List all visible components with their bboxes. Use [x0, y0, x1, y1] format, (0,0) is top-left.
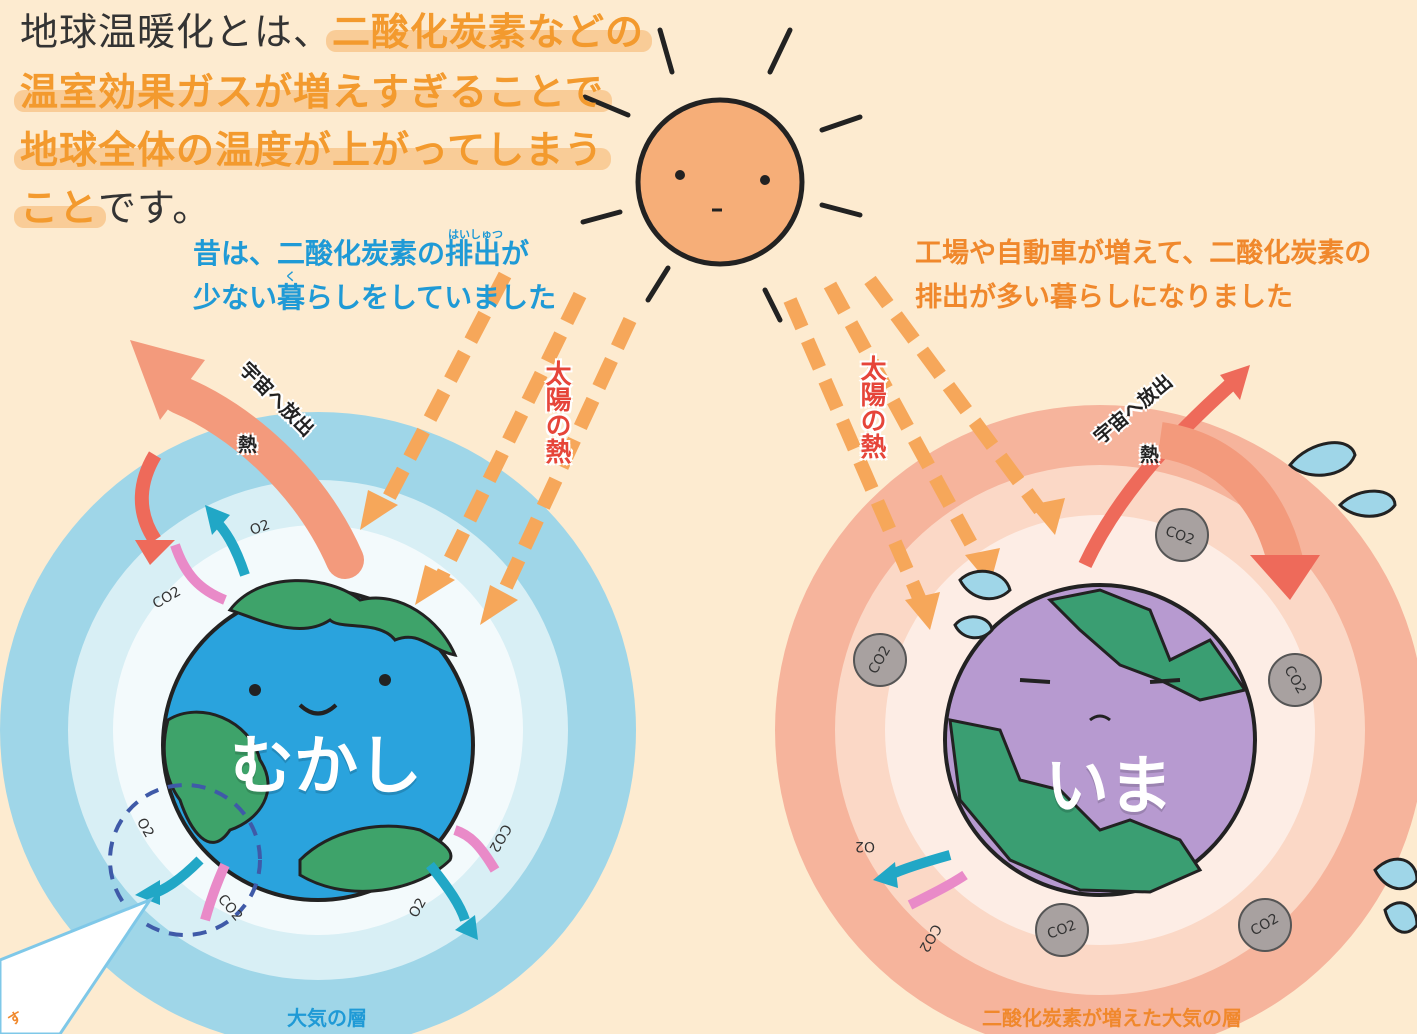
past-heat-arrowheads	[360, 490, 518, 625]
now-release-arrow	[1078, 365, 1320, 600]
sweat-drops	[953, 441, 1417, 934]
now-heat-arrows	[783, 275, 1046, 603]
past-release-arrow	[130, 340, 364, 579]
intro-line-2: 温室効果ガスが増えすぎることで	[20, 68, 604, 116]
intro-plain-4: です。	[98, 186, 212, 230]
now-co2-clouds	[853, 508, 1322, 957]
past-layer-label: 大気の層	[287, 1006, 367, 1030]
intro-highlight-2: 温室効果ガスが増えすぎることで	[20, 70, 604, 114]
intro-plain-1: 地球温暖化とは、	[20, 10, 333, 54]
intro-highlight-4: こと	[20, 186, 99, 230]
ruby-haishutsu: はいしゅつ	[448, 228, 503, 241]
ruby-kure: く	[285, 270, 296, 283]
now-sun-heat-label: 太陽の熱	[856, 355, 886, 459]
intro-highlight-3: 地球全体の温度が上がってしまう	[20, 128, 604, 172]
now-globe-label: いま	[1045, 750, 1173, 824]
sun	[580, 27, 863, 323]
now-earth	[943, 583, 1257, 897]
intro-line-1: 地球温暖化とは、二酸化炭素などの	[20, 8, 644, 56]
past-caption-line-1: 昔は、二酸化炭素の排出が	[193, 237, 530, 270]
now-caption-line-1: 工場や自動車が増えて、二酸化炭素の	[915, 238, 1372, 269]
past-heat-arrows	[378, 271, 637, 603]
now-heat-label: 熱	[1140, 444, 1160, 466]
now-gas-arrows	[873, 850, 968, 910]
now-o2-label: O2	[855, 838, 875, 854]
intro-highlight-1: 二酸化炭素などの	[332, 10, 645, 54]
now-caption-line-2: 排出が多い暮らしになりました	[915, 282, 1293, 313]
past-gas-arrows	[108, 505, 500, 940]
speech-bubble	[0, 896, 154, 1034]
intro-line-3: 地球全体の温度が上がってしまう	[20, 126, 603, 174]
now-layer-label: 二酸化炭素が増えた大気の層	[982, 1006, 1242, 1030]
past-globe-label: むかし	[230, 730, 422, 804]
past-caption-line-2: 少ない暮らしをしていました	[193, 281, 557, 314]
past-sun-heat-label: 太陽の熱	[541, 360, 571, 464]
past-heat-label: 熱	[238, 434, 258, 456]
intro-line-4: ことです。	[20, 184, 211, 232]
